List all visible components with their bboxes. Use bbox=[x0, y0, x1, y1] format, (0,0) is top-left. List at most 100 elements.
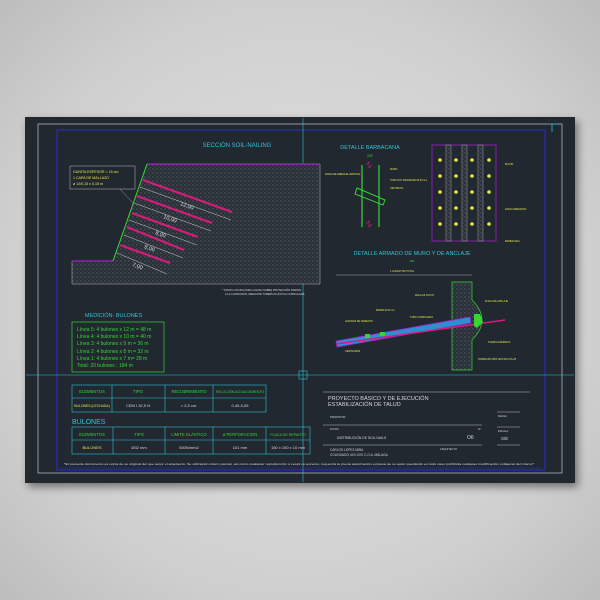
armado-label: PLACA DE ANCLAJE bbox=[485, 300, 508, 303]
armado-label: TUERCA ESFÉRICA bbox=[488, 341, 511, 344]
bolt-dot bbox=[438, 190, 442, 194]
bolt-dot bbox=[454, 174, 458, 178]
table-header: ELEMENTOS bbox=[79, 432, 105, 437]
armado-label: MALLA Ø 12/0,15 bbox=[415, 294, 435, 297]
bolt-dot bbox=[487, 174, 491, 178]
bulones-table-grid bbox=[71, 426, 311, 455]
barbacana-label: BULÓN bbox=[505, 163, 514, 166]
barbacana-label: ZANJA DRENANTE bbox=[505, 208, 527, 211]
promotor-label: PROMOTOR: bbox=[330, 415, 346, 419]
architect-label: ARQUITECTO bbox=[440, 447, 457, 451]
nail-length-label: 8,00 bbox=[154, 230, 166, 239]
bolt-dot bbox=[438, 174, 442, 178]
plan-number: O6 bbox=[467, 435, 474, 441]
table-cell: 150 x 150 x 10 mm bbox=[271, 445, 306, 450]
footer-note: *El presente documento es copia de su or… bbox=[64, 463, 534, 466]
medicion-line: Total: 20 bulones ; 184 m bbox=[77, 363, 133, 369]
table-header: LIMITE ELÁSTICO bbox=[171, 432, 207, 437]
table-header: ELEMENTOS bbox=[79, 389, 105, 394]
medicion-line: Línea 3: 4 bulones x 9 m = 36 m bbox=[77, 341, 149, 347]
bolt-dot bbox=[470, 222, 474, 226]
table-cell: > 2,5 cm. bbox=[181, 403, 198, 408]
nail-length-label: 10,00 bbox=[162, 214, 177, 224]
medicion-line: Línea 1: 4 bulones x 7 m= 28 m bbox=[77, 356, 147, 362]
anchor-plate bbox=[474, 314, 483, 328]
bolt-dot bbox=[470, 158, 474, 162]
bolt-dot bbox=[438, 222, 442, 226]
escala-label: ESCALA bbox=[498, 429, 509, 433]
medicion-line: Línea 4: 4 bulones x 10 m = 40 m bbox=[77, 334, 151, 340]
project-title: PROYECTO BÁSICO Y DE EJECUCIÓN bbox=[328, 395, 429, 402]
table-cell: BULONES (LECHADA) bbox=[74, 404, 109, 408]
nail-length-label: 8,00 bbox=[143, 244, 155, 253]
shotcrete-callout bbox=[69, 165, 136, 190]
callout-line: 1 CAPA DE MALLAZO bbox=[73, 176, 109, 180]
bolt-dot bbox=[487, 190, 491, 194]
bolt-dot bbox=[454, 190, 458, 194]
medicion-box bbox=[71, 321, 165, 373]
barbacana-label: ZANJA DE DRENAJE VERTICAL bbox=[325, 173, 361, 176]
table-header: PLACA DE REPARTO bbox=[270, 433, 306, 437]
table-header: TIPO bbox=[134, 432, 145, 437]
project-subtitle: ESTABILIZACIÓN DE TALUD bbox=[328, 401, 401, 408]
callout-line: GUNITA ESPESOR = 15 cm. bbox=[73, 170, 119, 174]
table-cell: BULONES bbox=[82, 445, 101, 450]
bolt-dot bbox=[438, 158, 442, 162]
armado-label: CENTRADOR bbox=[345, 350, 360, 353]
cad-drawing-sheet: SECCIÓN SOIL-NAILING 12,00 10,00 8,00 8,… bbox=[25, 117, 575, 483]
table-cell: CEM I 32,5 N bbox=[126, 403, 150, 408]
armado-label: TUBO CORRUGADO bbox=[410, 316, 433, 319]
table-header: RECUBRIMIENTO bbox=[171, 389, 207, 394]
bolt-dot bbox=[454, 158, 458, 162]
architect-reg: COLEGIADO 4XX.XXX C.O.A. MÁLAGA bbox=[330, 453, 389, 457]
barbacana-drawing bbox=[354, 161, 386, 228]
bolt-dot bbox=[438, 206, 442, 210]
plano-name: DISTRIBUCIÓN DE SOIL NAILS bbox=[337, 435, 387, 440]
drawing-frame bbox=[56, 129, 546, 471]
armado-label: L LONGITUD TOTAL bbox=[390, 269, 415, 273]
barbacana-title: DETALLE BARBACANA bbox=[340, 145, 400, 151]
medicion-title: MEDICIÓN- BULONES bbox=[85, 312, 142, 319]
bolt-dot bbox=[470, 206, 474, 210]
armado-title: DETALLE ARMADO DE MURO Y DE ANCLAJE bbox=[353, 251, 470, 257]
armado-scale: S/E bbox=[410, 259, 415, 263]
outer-frame bbox=[37, 123, 563, 474]
bolt-dot bbox=[487, 222, 491, 226]
bolt-dot bbox=[454, 222, 458, 226]
table-header: TIPO bbox=[133, 389, 144, 394]
centrador bbox=[365, 334, 370, 338]
barbacana-scale: S/E bbox=[367, 154, 373, 158]
table-header: ø PERFORACION bbox=[223, 432, 257, 437]
ucs-icon bbox=[551, 123, 560, 132]
armado-label: LECHADA DE CEMENTO bbox=[345, 320, 373, 323]
bolt-dot bbox=[487, 158, 491, 162]
plano-label: PLANO bbox=[330, 427, 339, 431]
fecha-label: FECHA bbox=[498, 414, 507, 418]
nail-length-label: 12,00 bbox=[179, 201, 194, 211]
callout-line: ø 12/0,15 x 0,15 m bbox=[73, 182, 103, 186]
centrador bbox=[380, 332, 385, 336]
section-note: * TODOS LOS BULONES LLEVAN SOBRE PROTECC… bbox=[222, 287, 302, 292]
barbacana-label: GEOTEXTIL bbox=[390, 187, 404, 190]
table-cell: Ø32 mm bbox=[131, 445, 147, 450]
bolt-dot bbox=[470, 174, 474, 178]
armado-label: BARRA Ø 32 mm bbox=[376, 309, 395, 312]
table-cell: 500N/mm2 bbox=[179, 445, 199, 450]
title-block-lines bbox=[323, 391, 530, 446]
medicion-line: Línea 5: 4 bulones x 12 m = 48 m bbox=[77, 327, 151, 333]
bolt-dot bbox=[470, 190, 474, 194]
section-note: A LA CORROSIÓN, MEDIANTE TUBERÍA PLÁSTIC… bbox=[225, 291, 305, 296]
armado-label: HORMIGÓN PROYECTADO HA-25 bbox=[478, 358, 517, 361]
barbacana-label: BARBACANA bbox=[505, 240, 520, 243]
escala-value: S/E bbox=[501, 436, 508, 441]
lechada-table-grid bbox=[71, 384, 267, 413]
table-cell: 0,45-0,55 bbox=[232, 403, 250, 408]
drawing-canvas: SECCIÓN SOIL-NAILING 12,00 10,00 8,00 8,… bbox=[26, 118, 574, 482]
cursor-box bbox=[298, 370, 308, 380]
soil-section-title: SECCIÓN SOIL-NAILING bbox=[203, 142, 272, 149]
bolt-dot bbox=[487, 206, 491, 210]
bulones-title: BULONES bbox=[72, 419, 106, 426]
barbacana-label: MURO bbox=[390, 168, 397, 171]
table-header: RELACIÓN AGUA/CEMENTO bbox=[216, 389, 264, 394]
drainage-strips bbox=[445, 144, 484, 242]
